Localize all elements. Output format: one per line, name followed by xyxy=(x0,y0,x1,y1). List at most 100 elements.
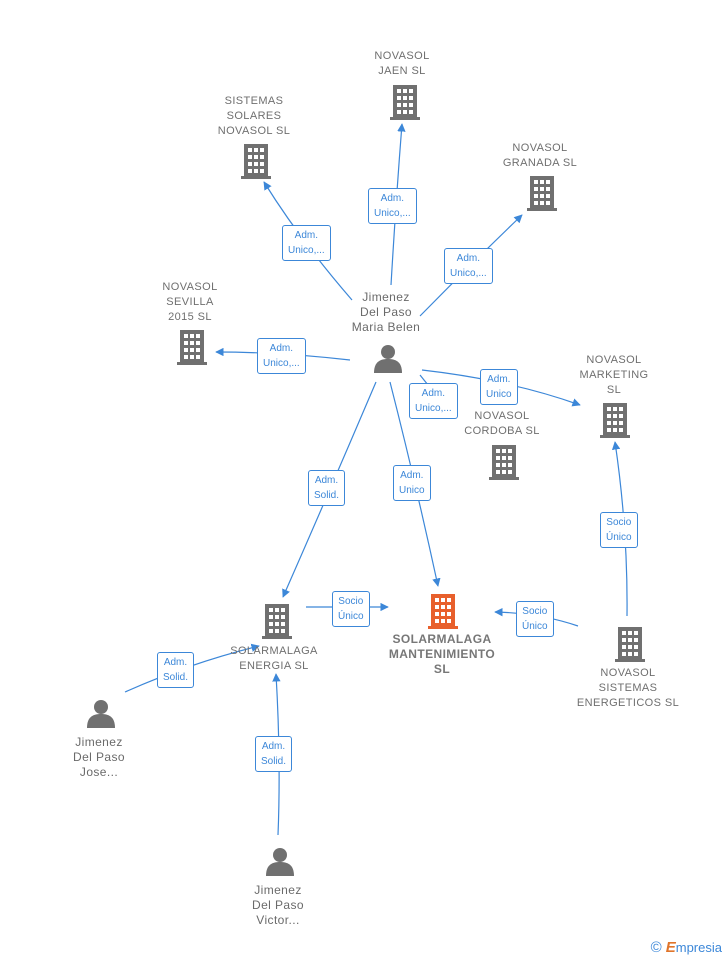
node-label-victor[interactable]: Jimenez Del Paso Victor... xyxy=(252,883,304,928)
label-line: Del Paso xyxy=(73,750,125,764)
label-line: NOVASOL xyxy=(374,50,430,62)
node-label-novasol-granada[interactable]: NOVASOL GRANADA SL xyxy=(503,141,577,171)
label-line: 2015 SL xyxy=(168,311,212,323)
tag-line: Adm. xyxy=(294,230,319,241)
building-icon-solarmalaga-energia[interactable] xyxy=(262,604,292,639)
label-line: SEVILLA xyxy=(166,296,214,308)
brand-logo-text: mpresia xyxy=(675,940,722,955)
tag-line: Solid. xyxy=(163,672,189,683)
tag-line: Adm. xyxy=(456,253,481,264)
building-icon-novasol-marketing[interactable] xyxy=(600,403,630,438)
label-line: JAEN SL xyxy=(378,65,426,77)
edge-tag-jaen: Adm. Unico,... xyxy=(368,188,417,224)
label-line: Del Paso xyxy=(252,898,304,912)
label-line: NOVASOL xyxy=(162,281,218,293)
person-icon-victor[interactable] xyxy=(266,848,294,876)
edge-tag-mantenimiento: Adm. Unico xyxy=(393,465,431,501)
label-line: Maria Belen xyxy=(351,320,421,334)
tag-line: Unico xyxy=(399,485,425,496)
label-line: MARKETING xyxy=(579,369,649,381)
label-line: SL xyxy=(433,662,451,676)
label-line: MANTENIMIENTO xyxy=(388,647,496,661)
label-line: Jose... xyxy=(79,765,119,779)
label-line: ENERGETICOS SL xyxy=(576,697,680,709)
edge-tag-jose: Adm. Solid. xyxy=(157,652,195,688)
building-icon-novasol-sevilla[interactable] xyxy=(177,330,207,365)
tag-line: Único xyxy=(338,611,364,622)
label-line: SISTEMAS xyxy=(598,682,658,694)
building-icon-sistemas-solares[interactable] xyxy=(241,144,271,179)
label-line: NOVASOL xyxy=(512,142,568,154)
node-label-solarmalaga-energia[interactable]: SOLARMALAGA ENERGIA SL xyxy=(230,644,318,674)
label-line: SOLARMALAGA xyxy=(392,632,492,646)
tag-line: Adm. xyxy=(261,741,286,752)
tag-line: Adm. xyxy=(314,475,339,486)
node-label-maria-belen[interactable]: Jimenez Del Paso Maria Belen xyxy=(352,290,420,335)
label-line: Jimenez xyxy=(254,883,302,897)
edge-tag-energia-socio: Socio Único xyxy=(332,591,370,627)
person-icon-jose[interactable] xyxy=(87,700,115,728)
tag-line: Adm. xyxy=(487,374,511,385)
node-label-sistemas-solares[interactable]: SISTEMAS SOLARES NOVASOL SL xyxy=(218,94,290,139)
label-line: SOLARES xyxy=(226,110,282,122)
label-line: Del Paso xyxy=(360,305,412,319)
label-line: SISTEMAS xyxy=(224,95,284,107)
building-icon-novasol-jaen[interactable] xyxy=(390,85,420,120)
tag-line: Socio xyxy=(522,606,548,617)
node-label-novasol-sevilla[interactable]: NOVASOL SEVILLA 2015 SL xyxy=(162,280,217,325)
tag-line: Adm. xyxy=(269,343,294,354)
node-label-novasol-marketing[interactable]: NOVASOL MARKETING SL xyxy=(580,353,649,398)
label-line: SOLARMALAGA xyxy=(230,645,318,657)
tag-line: Socio xyxy=(338,596,364,607)
tag-line: Unico,... xyxy=(288,245,325,256)
label-line: Jimenez xyxy=(362,290,410,304)
edge-tag-sistemas-solares: Adm. Unico,... xyxy=(282,225,331,261)
node-label-jose[interactable]: Jimenez Del Paso Jose... xyxy=(73,735,125,780)
edge-tag-victor: Adm. Solid. xyxy=(255,736,293,772)
edge-tag-sevilla: Adm. Unico,... xyxy=(257,338,306,374)
tag-line: Unico,... xyxy=(374,208,411,219)
tag-line: Unico,... xyxy=(415,403,452,414)
label-line: NOVASOL SL xyxy=(217,125,291,137)
label-line: ENERGIA SL xyxy=(239,660,309,672)
tag-line: Adm. xyxy=(163,657,188,668)
node-label-novasol-jaen[interactable]: NOVASOL JAEN SL xyxy=(374,49,429,79)
tag-line: Adm. xyxy=(380,193,405,204)
edge-tag-cordoba: Adm. Unico,... xyxy=(409,383,458,419)
brand-logo-initial: E xyxy=(665,939,676,956)
copyright-symbol: © xyxy=(650,939,662,956)
edge-tag-sistemas-energeticos-socio: Socio Único xyxy=(516,601,554,637)
edge-tag-granada: Adm. Unico,... xyxy=(444,248,493,284)
tag-line: Unico,... xyxy=(263,358,300,369)
node-label-novasol-sistemas-energeticos[interactable]: NOVASOL SISTEMAS ENERGETICOS SL xyxy=(577,666,679,711)
node-label-solarmalaga-mantenimiento[interactable]: SOLARMALAGA MANTENIMIENTO SL xyxy=(389,632,495,677)
edge-tag-marketing-socio: Socio Único xyxy=(600,512,638,548)
label-line: GRANADA SL xyxy=(502,157,578,169)
tag-line: Unico xyxy=(486,389,512,400)
label-line: Victor... xyxy=(256,913,300,927)
person-icon-maria-belen[interactable] xyxy=(374,345,402,373)
edge-tag-marketing: Adm. Unico xyxy=(480,369,518,405)
tag-line: Socio xyxy=(606,517,632,528)
label-line: NOVASOL xyxy=(586,354,642,366)
label-line: SL xyxy=(606,384,622,396)
node-label-novasol-cordoba[interactable]: NOVASOL CORDOBA SL xyxy=(464,409,540,439)
tag-line: Único xyxy=(606,532,632,543)
building-icon-solarmalaga-mantenimiento[interactable] xyxy=(428,594,458,629)
tag-line: Solid. xyxy=(314,490,340,501)
building-icon-novasol-sistemas-energeticos[interactable] xyxy=(615,627,645,662)
label-line: NOVASOL xyxy=(600,667,656,679)
label-line: CORDOBA SL xyxy=(464,425,540,437)
label-line: Jimenez xyxy=(75,735,123,749)
tag-line: Único xyxy=(522,621,548,632)
edge-tag-energia: Adm. Solid. xyxy=(308,470,346,506)
tag-line: Adm. xyxy=(400,470,424,481)
tag-line: Unico,... xyxy=(450,268,487,279)
building-icon-novasol-cordoba[interactable] xyxy=(489,445,519,480)
tag-line: Adm. xyxy=(421,388,446,399)
tag-line: Solid. xyxy=(261,756,287,767)
label-line: NOVASOL xyxy=(474,410,530,422)
footer-brand[interactable]: ©Empresia xyxy=(651,939,722,956)
building-icon-novasol-granada[interactable] xyxy=(527,176,557,211)
